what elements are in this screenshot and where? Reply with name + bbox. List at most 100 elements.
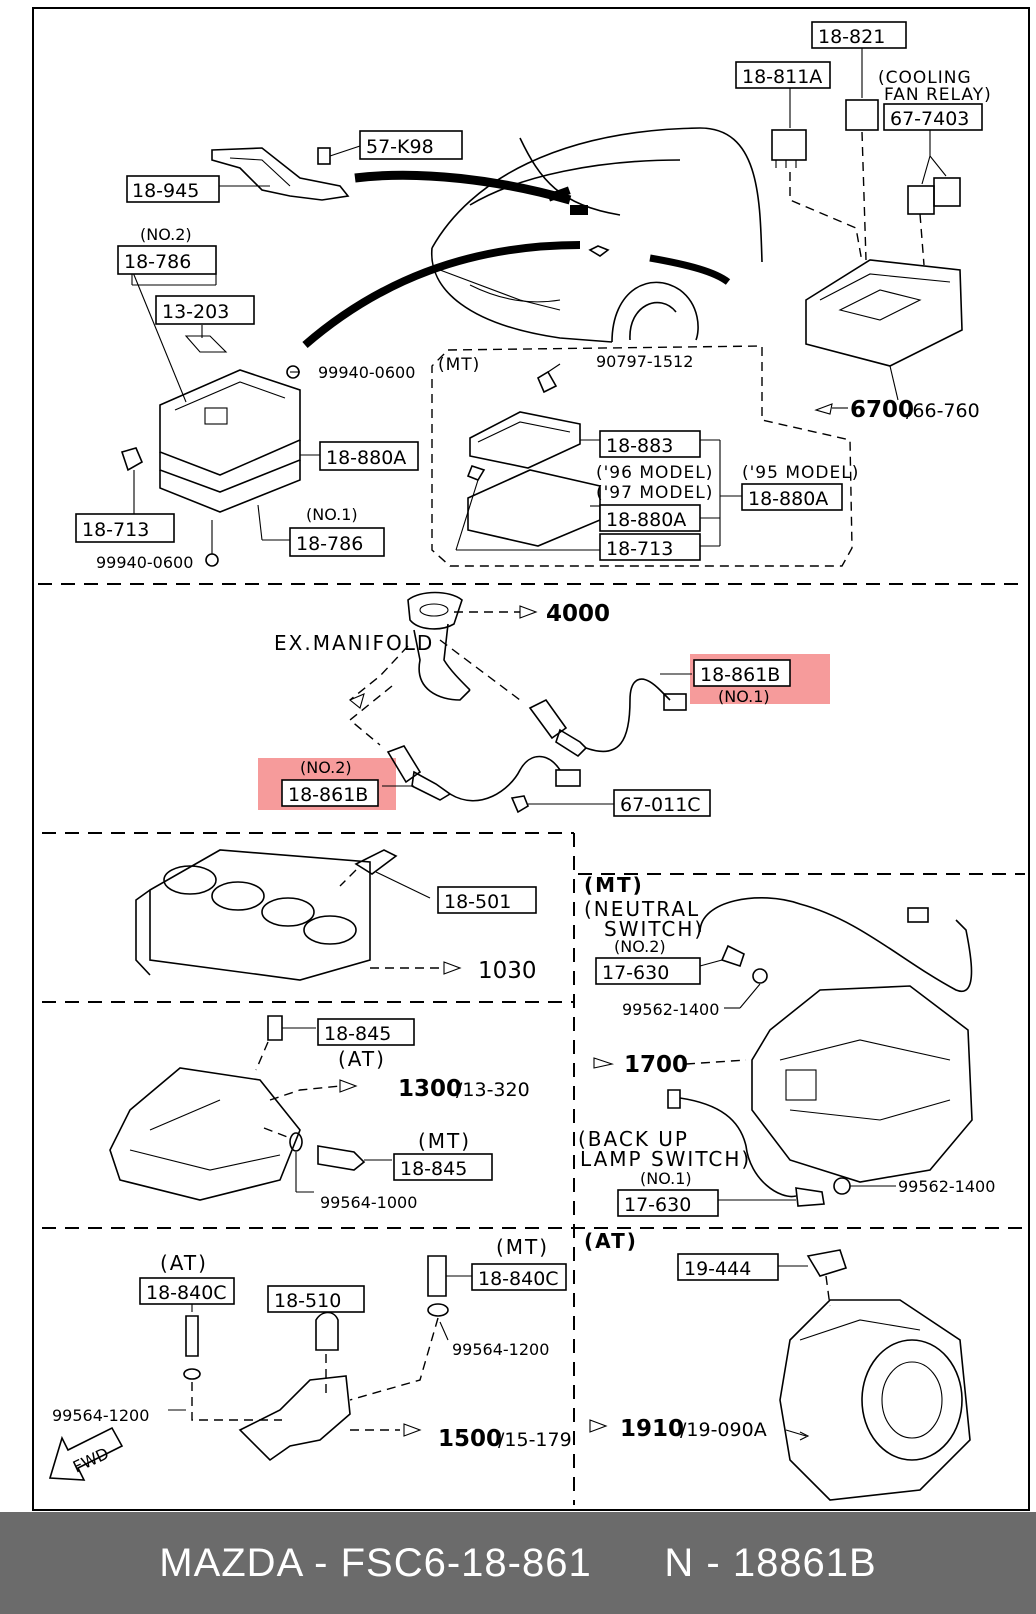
part-677403[interactable]: 67-7403 <box>890 108 969 130</box>
sensor-18840c-at <box>185 1315 199 1357</box>
part-18821[interactable]: 18-821 <box>818 26 885 48</box>
ref-arrow-6700 <box>814 403 848 415</box>
bolt-99940-0600-a[interactable]: 99940-0600 <box>318 363 415 382</box>
ref-1910[interactable]: 1910 <box>620 1416 684 1442</box>
sensor-18845-mt <box>317 1145 366 1171</box>
bolt-99940-0600-b[interactable]: 99940-0600 <box>96 553 193 572</box>
connector-icon <box>663 693 687 711</box>
part-17630-no1[interactable]: 17-630 <box>624 1194 691 1216</box>
qualifier-neutral-switch-2: SWITCH) <box>604 917 704 941</box>
ref-66760[interactable]: /66-760 <box>906 400 980 422</box>
part-18786-no2[interactable]: 18-786 <box>124 251 191 273</box>
qualifier-at-thermo: (AT) <box>160 1251 208 1275</box>
part-18786-no1[interactable]: 18-786 <box>296 533 363 555</box>
part-18811a[interactable]: 18-811A <box>742 66 822 88</box>
part-18883[interactable]: 18-883 <box>606 435 673 457</box>
mt-transaxle <box>593 897 973 1207</box>
ref-6700[interactable]: 6700 <box>850 397 914 423</box>
qualifier-backup-lamp-2: LAMP SWITCH) <box>580 1147 751 1171</box>
label-fwd: FWD <box>70 1444 112 1477</box>
washer-99562-1400-a[interactable]: 99562-1400 <box>622 1000 719 1019</box>
washer-icon <box>427 1303 449 1317</box>
qualifier-no1-ecu: (NO.1) <box>306 505 358 524</box>
qualifier-97-model: ('97 MODEL) <box>596 483 713 503</box>
washer-99564-1000[interactable]: 99564-1000 <box>320 1193 417 1212</box>
part-18510[interactable]: 18-510 <box>274 1290 341 1312</box>
ref-1030[interactable]: 1030 <box>478 958 537 984</box>
bracket-18713 <box>120 447 144 472</box>
qualifier-backup-lamp-1: (BACK UP <box>578 1127 689 1151</box>
part-18840c-at[interactable]: 18-840C <box>146 1282 227 1304</box>
washer-icon <box>289 1132 303 1152</box>
relay-677403-b <box>933 177 961 207</box>
part-13203[interactable]: 13-203 <box>162 301 229 323</box>
sensor-19444 <box>806 1249 848 1277</box>
harness-bracket <box>211 145 361 201</box>
relay-block <box>771 48 963 401</box>
label-ex-manifold: EX.MANIFOLD <box>274 631 434 655</box>
part-18861b-no1[interactable]: 18-861B <box>700 664 780 686</box>
o2-sensor-no2 <box>382 745 614 814</box>
qualifier-96-model: ('96 MODEL) <box>596 463 713 483</box>
washer-icon <box>752 968 768 984</box>
washer-99562-1400-b[interactable]: 99562-1400 <box>898 1177 995 1196</box>
part-19444[interactable]: 19-444 <box>684 1258 751 1280</box>
footer-part-numbers: MAZDA - FSC6-18-861 N - 18861B <box>159 1540 877 1585</box>
part-57k98[interactable]: 57-K98 <box>366 136 434 158</box>
ref-1700[interactable]: 1700 <box>624 1052 688 1078</box>
ref-13320[interactable]: /13-320 <box>456 1079 530 1101</box>
bolt-icon <box>205 553 219 567</box>
ecu-unit <box>120 269 320 567</box>
clip-67011c <box>510 795 529 814</box>
ref-4000[interactable]: 4000 <box>546 601 610 627</box>
part-17630-no2[interactable]: 17-630 <box>602 962 669 984</box>
relay-18821 <box>845 99 879 131</box>
qualifier-no1-sensor: (NO.1) <box>718 687 770 706</box>
qualifier-no1-switch: (NO.1) <box>640 1169 692 1188</box>
part-18880a-mid[interactable]: 18-880A <box>606 509 686 531</box>
part-18880a-right[interactable]: 18-880A <box>748 488 828 510</box>
connector-icon <box>667 1089 681 1109</box>
sensor-18501 <box>354 849 398 875</box>
part-18845-mt[interactable]: 18-845 <box>400 1158 467 1180</box>
qualifier-mt-transaxle: (MT) <box>584 873 644 897</box>
part-18713-mid[interactable]: 18-713 <box>606 538 673 560</box>
ref-15179[interactable]: /15-179 <box>498 1429 572 1451</box>
part-67011c[interactable]: 67-011C <box>620 794 701 816</box>
qualifier-at-transaxle: (AT) <box>584 1229 638 1253</box>
qualifier-mt-ecu: (MT) <box>438 355 480 375</box>
qualifier-cooling-fan-relay-2: FAN RELAY) <box>884 85 992 105</box>
washer-icon <box>833 1177 851 1195</box>
qualifier-no2-sensor: (NO.2) <box>300 758 352 777</box>
washer-99564-1200-a[interactable]: 99564-1200 <box>52 1406 149 1425</box>
part-18840c-mt[interactable]: 18-840C <box>478 1268 559 1290</box>
qualifier-no2-ecu: (NO.2) <box>140 225 192 244</box>
part-18861b-no2[interactable]: 18-861B <box>288 784 368 806</box>
qualifier-cooling-fan-relay-1: (COOLING <box>878 68 972 88</box>
mt-group-outline <box>431 345 853 567</box>
parts-diagram: 57-K98 18-945 (NO.2) 18-786 13-203 99940… <box>32 7 1030 1511</box>
part-18880a-left[interactable]: 18-880A <box>326 447 406 469</box>
ref-1300[interactable]: 1300 <box>398 1076 462 1102</box>
exhaust-manifold <box>348 591 538 746</box>
relay-677403-a <box>907 185 935 215</box>
ref-1500[interactable]: 1500 <box>438 1426 502 1452</box>
qualifier-mt-thermo: (MT) <box>496 1235 549 1259</box>
part-18945[interactable]: 18-945 <box>132 180 199 202</box>
part-18501[interactable]: 18-501 <box>444 891 511 913</box>
connector-icon <box>555 769 581 787</box>
part-18845-at[interactable]: 18-845 <box>324 1023 391 1045</box>
ref-19090a[interactable]: /19-090A <box>680 1419 767 1441</box>
qualifier-neutral-switch-1: (NEUTRAL <box>584 897 700 921</box>
engine-block <box>135 849 462 981</box>
switch-17630-no1 <box>795 1187 825 1207</box>
part-number-footer: MAZDA - FSC6-18-861 N - 18861B <box>0 1512 1036 1614</box>
part-18713-left[interactable]: 18-713 <box>82 519 149 541</box>
at-transaxle <box>589 1249 971 1501</box>
bolt-90797-1512[interactable]: 90797-1512 <box>596 352 693 371</box>
o2-sensor-no1 <box>528 673 692 758</box>
cylinder-head <box>109 1015 392 1201</box>
qualifier-mt-head: (MT) <box>418 1129 471 1153</box>
relay-18811a <box>771 129 807 161</box>
washer-99564-1200-b[interactable]: 99564-1200 <box>452 1340 549 1359</box>
